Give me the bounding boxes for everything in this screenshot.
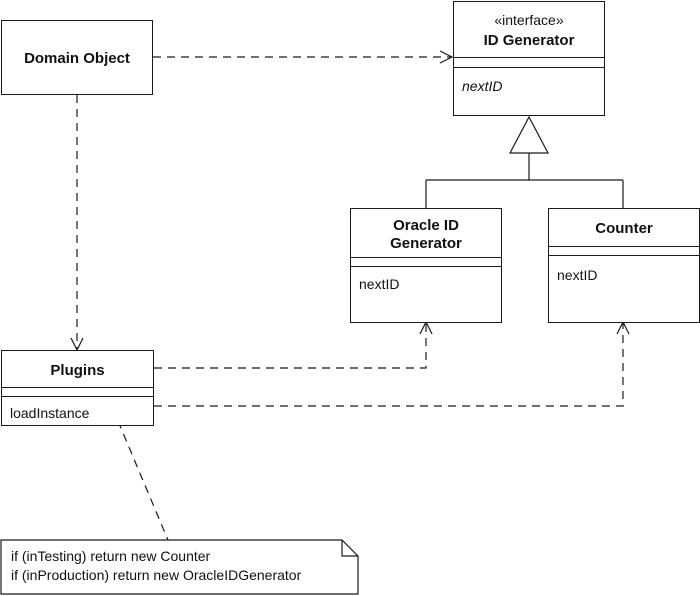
id-generator-attr-separator <box>454 57 604 58</box>
note-shape <box>0 539 359 595</box>
id-generator-op-separator <box>454 67 604 68</box>
id-generator-operation: nextID <box>462 78 503 94</box>
note-fold <box>341 540 358 557</box>
oracle-id-generator-class: Oracle ID Generator nextID <box>350 208 502 323</box>
note-line-1: if (inTesting) return new Counter <box>11 548 211 564</box>
oracle-attr-separator <box>351 257 501 258</box>
counter-op-separator <box>549 255 699 256</box>
note-line-2: if (inProduction) return new OracleIDGen… <box>11 567 302 583</box>
oracle-op-separator <box>351 266 501 267</box>
domain-object-class: Domain Object <box>1 20 153 95</box>
plugins-op-separator <box>2 396 153 397</box>
counter-attr-separator <box>549 246 699 247</box>
counter-class: Counter nextID <box>548 208 700 323</box>
counter-operation: nextID <box>557 267 598 283</box>
dependency-plugins-to-oracle <box>154 322 427 369</box>
note: if (inTesting) return new Counter if (in… <box>1 540 358 594</box>
arrowhead-idgenerator <box>439 50 454 64</box>
id-generator-name: ID Generator <box>483 32 575 49</box>
counter-name: Counter <box>595 220 653 237</box>
oracle-id-generator-name-line2: Generator <box>390 235 462 252</box>
domain-object-name: Domain Object <box>24 50 130 67</box>
plugins-class: Plugins loadInstance <box>1 350 154 426</box>
oracle-operation: nextID <box>359 276 400 292</box>
plugins-name: Plugins <box>50 362 105 379</box>
note-anchor-line <box>117 420 169 541</box>
id-generator-interface: «interface» ID Generator nextID <box>453 1 605 116</box>
generalization-triangle <box>509 115 549 154</box>
dependency-plugins-to-counter <box>154 322 624 407</box>
plugins-attr-separator <box>2 387 153 388</box>
interface-stereotype: «interface» <box>494 12 564 28</box>
plugins-operation: loadInstance <box>10 405 90 421</box>
oracle-id-generator-name-line1: Oracle ID <box>393 217 459 234</box>
